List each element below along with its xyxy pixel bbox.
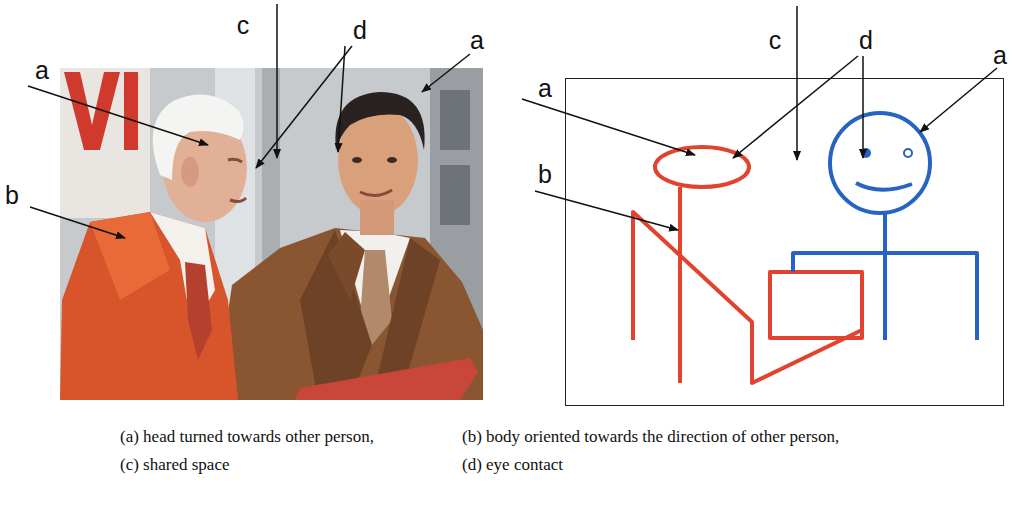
stick-figures bbox=[633, 113, 977, 383]
caption-item: (b) body oriented towards the direction … bbox=[462, 427, 839, 447]
callout-letter: a bbox=[993, 43, 1007, 68]
callout-letter: c bbox=[769, 28, 782, 53]
callout-letter: d bbox=[353, 18, 367, 43]
caption-item: (a) head turned towards other person, bbox=[120, 427, 374, 447]
callout-letter: b bbox=[5, 183, 19, 208]
callout-letter: a bbox=[470, 28, 484, 53]
callout-letter: a bbox=[35, 58, 49, 83]
drawing-frame bbox=[566, 79, 1004, 406]
callout-letter: c bbox=[237, 13, 250, 38]
callout-letter: b bbox=[538, 162, 552, 187]
callout-letter: d bbox=[859, 28, 873, 53]
leader-lines bbox=[28, 4, 470, 238]
caption-item: (d) eye contact bbox=[462, 455, 563, 475]
caption-item: (c) shared space bbox=[120, 455, 230, 475]
leader-lines bbox=[522, 6, 997, 230]
callout-letter: a bbox=[538, 76, 552, 101]
